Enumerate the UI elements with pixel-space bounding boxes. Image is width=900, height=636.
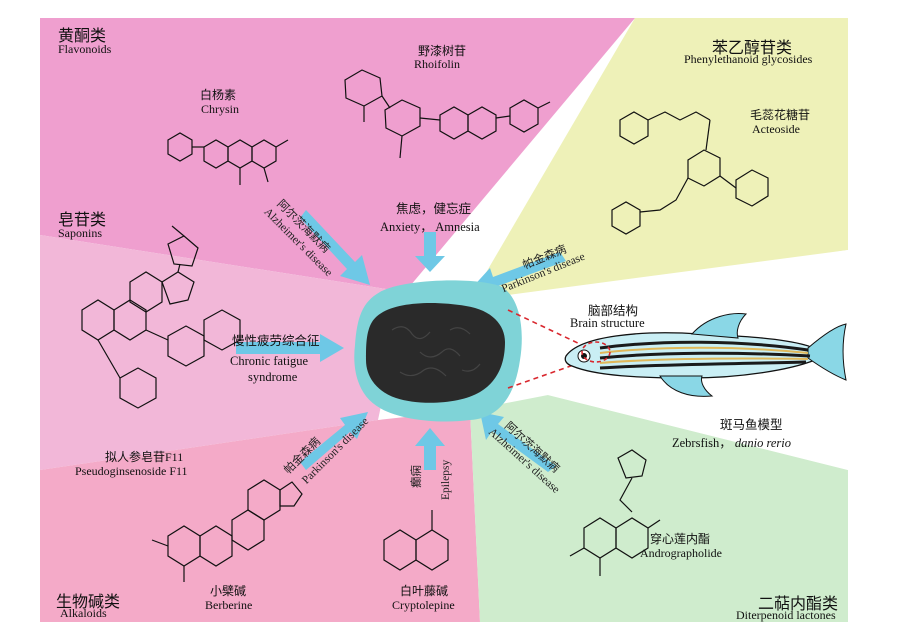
phenylethanoid-sector	[470, 18, 848, 300]
diterpenoid-en: Diterpenoid lactones	[736, 608, 836, 622]
anxiety-cn: 焦虑，健忘症	[396, 202, 472, 216]
cryptolepine-en: Cryptolepine	[392, 598, 455, 612]
cryptolepine-cn: 白叶藤碱	[400, 584, 449, 598]
fatigue-en-1: Chronic fatigue	[230, 354, 309, 368]
brain-shape	[366, 303, 505, 403]
epilepsy-en: Epilepsy	[440, 459, 452, 500]
saponins-sector	[40, 235, 405, 470]
berberine-cn: 小檗碱	[210, 584, 247, 598]
epilepsy-cn: 癫痫	[411, 465, 423, 488]
molecules	[81, 69, 769, 582]
pseudoginsenoside-cn: 拟人参皂苷F11	[105, 450, 184, 464]
arrows	[236, 210, 566, 472]
phenylethanoid-en: Phenylethanoid glycosides	[684, 52, 813, 66]
chrysin-en: Chrysin	[201, 102, 240, 116]
diterpenoid-sector	[470, 395, 848, 622]
fish-head-highlight	[581, 341, 611, 363]
saponins-en: Saponins	[58, 226, 103, 240]
berberine-en: Berberine	[205, 598, 253, 612]
rhoifolin-structure	[344, 69, 551, 159]
pseudoginsenoside-structure	[81, 225, 241, 409]
flavonoids-sector	[40, 18, 635, 292]
cryptolepine-structure	[383, 510, 449, 571]
model-en: Zebrsfish， danio rerio	[672, 432, 791, 451]
model-en-italic: danio rerio	[734, 436, 791, 450]
acteoside-en: Acteoside	[752, 122, 800, 136]
zebrafish	[564, 313, 847, 397]
alkaloids-en: Alkaloids	[60, 606, 107, 620]
arrow-chrysin	[300, 210, 370, 285]
acteoside-cn: 毛蕊花糖苷	[750, 108, 811, 122]
chrysin-structure	[167, 132, 289, 185]
alkaloids-cn: 生物碱类	[56, 594, 121, 611]
saponins-cn: 皂苷类	[58, 212, 107, 229]
brain-en: Brain structure	[570, 316, 645, 330]
pseudoginsenoside-en: Pseudoginsenoside F11	[75, 464, 188, 478]
flavonoids-cn: 黄酮类	[58, 28, 107, 45]
flavonoids-en: Flavonoids	[58, 42, 112, 56]
fish-tail-fin	[807, 323, 847, 381]
brain-folds	[391, 326, 481, 377]
fish-anal-fin	[659, 375, 714, 397]
andrographolide-en: Andrographolide	[640, 546, 722, 560]
arrow-berberine	[300, 412, 368, 470]
arrow-saponin	[236, 334, 344, 362]
acteoside-structure	[611, 111, 769, 235]
rhoifolin-en: Rhoifolin	[414, 57, 461, 71]
alkaloids-sector	[40, 410, 480, 622]
fish-stripes	[599, 340, 811, 370]
fatigue-en-2: syndrome	[248, 370, 298, 384]
fatigue-cn: 慢性疲劳综合征	[232, 334, 320, 348]
dashed-connectors	[507, 309, 583, 389]
fish-stripes-gold	[599, 346, 809, 364]
fish-dorsal-fin	[690, 313, 748, 339]
arrow-andrographolide	[480, 412, 556, 472]
model-en-text: Zebrsfish，	[672, 436, 732, 450]
diterpenoid-cn: 二萜内酯类	[758, 596, 839, 613]
andrographolide-structure	[569, 449, 661, 576]
phenylethanoid-cn: 苯乙醇苷类	[712, 40, 793, 57]
arrow-acteoside	[470, 252, 566, 295]
rhoifolin-cn: 野漆树苷	[418, 44, 467, 58]
brain-cn: 脑部结构	[588, 304, 639, 318]
chrysin-cn: 白杨素	[200, 88, 237, 102]
model-cn: 斑马鱼模型	[720, 418, 783, 432]
brain-group	[354, 280, 522, 422]
berberine-structure	[151, 479, 303, 582]
arrow-cryptolepine	[415, 428, 445, 470]
arrow-rhoifolin	[415, 232, 445, 272]
anxiety-en: Anxiety， Amnesia	[380, 220, 480, 234]
andrographolide-cn: 穿心莲内酯	[650, 532, 711, 546]
